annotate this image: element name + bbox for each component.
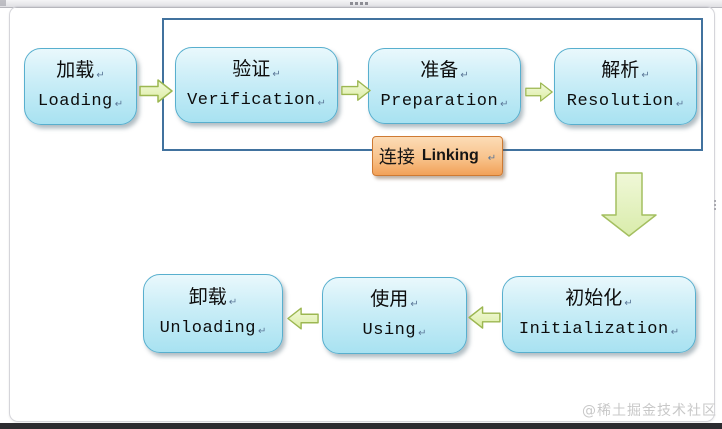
page-frame xyxy=(9,6,715,422)
return-mark-icon: ↵ xyxy=(96,70,105,81)
phase-zh-text: 使用 xyxy=(370,288,409,310)
phase-en-line: Unloading↵ xyxy=(160,314,267,343)
return-mark-icon: ↵ xyxy=(114,99,124,110)
linking-label-box: 连接 Linking ↵ xyxy=(372,136,503,176)
phase-zh-line: 验证↵ xyxy=(232,56,280,86)
return-mark-icon: ↵ xyxy=(410,299,419,310)
return-mark-icon: ↵ xyxy=(675,99,685,110)
phase-en-text: Preparation xyxy=(380,91,499,111)
arrow-left-icon xyxy=(287,307,319,330)
phase-box-preparation: 准备↵ Preparation↵ xyxy=(368,48,521,124)
phase-box-loading: 加载↵ Loading↵ xyxy=(24,48,137,125)
linking-zh-text: 连接 xyxy=(378,147,415,168)
phase-en-line: Resolution↵ xyxy=(567,87,684,116)
top-scroll-band xyxy=(0,0,722,8)
return-mark-icon: ↵ xyxy=(272,68,281,80)
linking-en-text: Linking xyxy=(421,147,479,164)
phase-box-verification: 验证↵ Verification↵ xyxy=(175,47,338,123)
return-mark-icon: ↵ xyxy=(257,326,267,337)
phase-en-text: Loading xyxy=(37,92,113,111)
corner-mark xyxy=(0,0,6,6)
arrow-right-icon xyxy=(139,79,173,103)
phase-zh-text: 初始化 xyxy=(565,287,623,309)
phase-en-line: Using↵ xyxy=(363,316,427,345)
return-mark-icon: ↵ xyxy=(624,298,633,309)
return-mark-icon: ↵ xyxy=(670,327,680,338)
watermark-text: @稀土掘金技术社区 xyxy=(582,403,717,419)
phase-zh-line: 卸载↵ xyxy=(189,284,237,314)
phase-en-text: Using xyxy=(362,321,417,340)
return-mark-icon: ↵ xyxy=(487,152,497,164)
phase-box-initialization: 初始化↵ Initialization↵ xyxy=(502,276,696,353)
phase-zh-text: 卸载 xyxy=(188,286,227,308)
phase-en-text: Resolution xyxy=(566,92,674,111)
phase-en-line: Verification↵ xyxy=(187,86,326,115)
drag-handle-dots[interactable] xyxy=(350,2,368,5)
arrow-right-icon xyxy=(525,82,553,102)
return-mark-icon: ↵ xyxy=(418,328,427,339)
phase-en-line: Loading↵ xyxy=(38,87,123,116)
phase-en-text: Unloading xyxy=(159,319,256,338)
bottom-band xyxy=(0,423,722,429)
phase-zh-text: 验证 xyxy=(232,57,271,80)
phase-en-line: Preparation↵ xyxy=(380,87,508,116)
return-mark-icon: ↵ xyxy=(641,70,650,81)
phase-box-using: 使用↵ Using↵ xyxy=(322,277,467,354)
return-mark-icon: ↵ xyxy=(228,297,238,308)
phase-zh-text: 加载 xyxy=(56,59,95,81)
phase-zh-text: 准备 xyxy=(420,58,459,81)
return-mark-icon: ↵ xyxy=(500,98,509,110)
phase-en-text: Verification xyxy=(187,90,316,110)
return-mark-icon: ↵ xyxy=(460,69,469,81)
phase-zh-line: 加载↵ xyxy=(56,57,104,87)
phase-zh-line: 使用↵ xyxy=(370,286,418,316)
phase-en-line: Initialization↵ xyxy=(519,315,679,344)
arrow-left-icon xyxy=(468,306,501,329)
arrow-down-icon xyxy=(601,172,657,237)
right-drag-handle[interactable] xyxy=(714,200,716,210)
phase-zh-line: 准备↵ xyxy=(420,57,468,87)
phase-box-resolution: 解析↵ Resolution↵ xyxy=(554,48,697,125)
phase-box-unloading: 卸载↵ Unloading↵ xyxy=(143,274,283,353)
phase-zh-line: 解析↵ xyxy=(601,57,649,87)
phase-zh-line: 初始化↵ xyxy=(565,285,632,315)
phase-zh-text: 解析 xyxy=(601,59,640,81)
arrow-right-icon xyxy=(341,80,371,101)
return-mark-icon: ↵ xyxy=(317,97,326,109)
phase-en-text: Initialization xyxy=(518,320,669,339)
